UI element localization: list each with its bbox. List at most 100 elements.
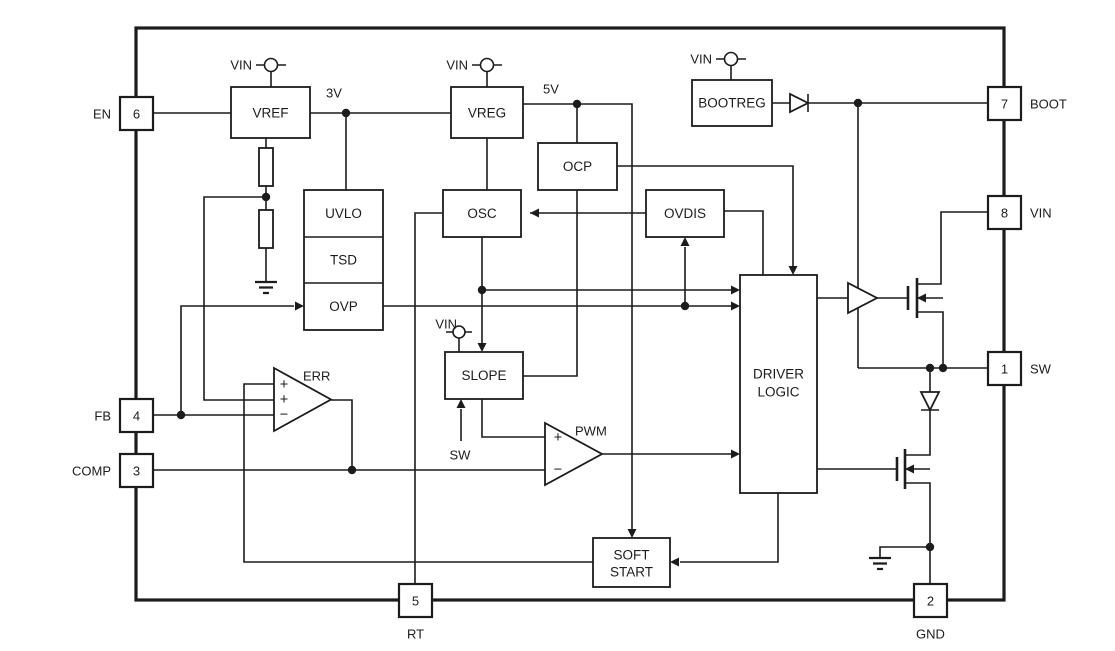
terminal-stub [472,64,502,87]
wire-hs-drain-vin [917,211,988,285]
block-outline [442,189,522,238]
wire-sw-diode-branch [905,368,931,456]
arrow-into-driver-1 [731,285,740,295]
wire-ls-source [905,468,931,584]
pin-number: 1 [1001,362,1008,377]
lowside-mosfet [895,449,914,489]
terminal-stub [256,64,286,87]
pin-number: 7 [1001,97,1008,112]
pwm-input-plus: + [554,430,562,446]
mosfet-body-arrow [905,464,914,474]
block-outline [592,537,671,588]
pwm-input-minus: − [554,462,562,478]
arrow-into-softstart-top [627,529,637,538]
block-bootreg: BOOTREG [691,79,773,127]
pin-name: SW [1030,362,1052,377]
supply-terminal-icon [479,57,495,73]
diode-triangle [789,92,811,114]
pin-name: BOOT [1030,97,1067,112]
wire-bootstrap [772,102,988,368]
block-vref: VREF [230,86,311,139]
block-osc: OSC [442,189,522,238]
wire-ocp-driver [617,165,794,266]
pin-fb: 4 FB [94,397,155,434]
junction-dot [261,192,271,202]
junction-dot [680,301,690,311]
wire-ocp-slope [523,190,578,377]
block-driver-logic: DRIVER LOGIC [739,274,818,494]
block-label-logic: LOGIC [757,385,799,400]
pin-comp: 3 COMP [72,452,155,489]
wire-hs-source [917,297,944,368]
vin-terminal-vreg: VIN [446,57,502,87]
ground-symbol-lowside [869,556,891,571]
pin-number: 6 [133,107,140,122]
pin-rt: 5 RT [397,582,434,642]
arrow-into-driver-top [788,266,798,275]
pin-number: 2 [927,594,934,609]
block-label-bootreg: BOOTREG [698,96,766,111]
junction-dot [572,99,582,109]
err-input-plus-top: + [280,377,288,393]
pin-name: FB [94,409,111,424]
net-label-3v: 3V [326,86,342,101]
err-input-plus-mid: + [280,392,288,408]
pin-box [986,85,1023,122]
pin-number: 4 [133,409,140,424]
arrow-into-driver-pwm [731,449,740,459]
pin-box [986,194,1023,231]
pin-name: COMP [72,464,111,479]
block-slope: SLOPE [444,351,524,400]
switch-node-diode [919,391,941,413]
block-label-slope: SLOPE [461,368,506,383]
err-amp-triangle [273,366,333,433]
arrow-into-driver-2 [731,301,740,311]
wires [153,102,988,584]
pin-box [912,582,949,619]
supply-terminal-icon [263,57,279,73]
block-outline [645,189,725,238]
vin-terminal-bootreg: VIN [690,52,746,80]
net-label-vin: VIN [230,58,252,73]
net-label-5v: 5V [543,82,559,97]
block-label-ovdis: OVDIS [664,206,706,221]
terminal-stub [446,331,472,352]
block-label-uvlo: UVLO [325,206,362,221]
block-outline [450,86,524,139]
pin-number: 8 [1001,206,1008,221]
resistor-bottom [258,209,274,249]
pwm-comparator-label: PWM [575,424,607,439]
pwm-comparator-triangle [544,421,604,487]
net-label-vin: VIN [690,52,712,67]
block-outline [230,86,311,139]
diode-triangle [919,391,941,413]
junction-dot [341,108,351,118]
block-label-tsd: TSD [330,253,357,268]
arrow-into-slope-top [477,343,487,352]
pin-box [118,452,155,489]
block-soft-start: SOFT START [592,537,671,588]
wire-ovdis-driver [724,210,764,275]
arrow-into-slope-sw [456,399,466,408]
mosfet-body-arrow [917,293,926,303]
junction-dots [176,98,948,552]
err-amp-label: ERR [303,369,330,384]
vin-terminal-slope: VIN [435,317,472,352]
pin-name: GND [916,627,945,642]
block-outline [691,79,773,127]
block-label-vref: VREF [252,106,288,121]
block-label-ovp: OVP [329,299,358,314]
block-label-ocp: OCP [563,159,592,174]
block-label-soft: SOFT [614,548,650,563]
ground-symbol-divider [255,280,277,295]
pin-gnd: 2 GND [912,582,949,642]
wire-3v-rail [310,112,451,190]
pin-number: 5 [412,594,419,609]
net-label-vin: VIN [435,317,457,332]
junction-dot [477,285,487,295]
wire-softstart-loop [243,383,593,563]
wire-driver-softstart [680,493,779,563]
junction-dot [938,363,948,373]
pin-name: RT [407,627,424,642]
